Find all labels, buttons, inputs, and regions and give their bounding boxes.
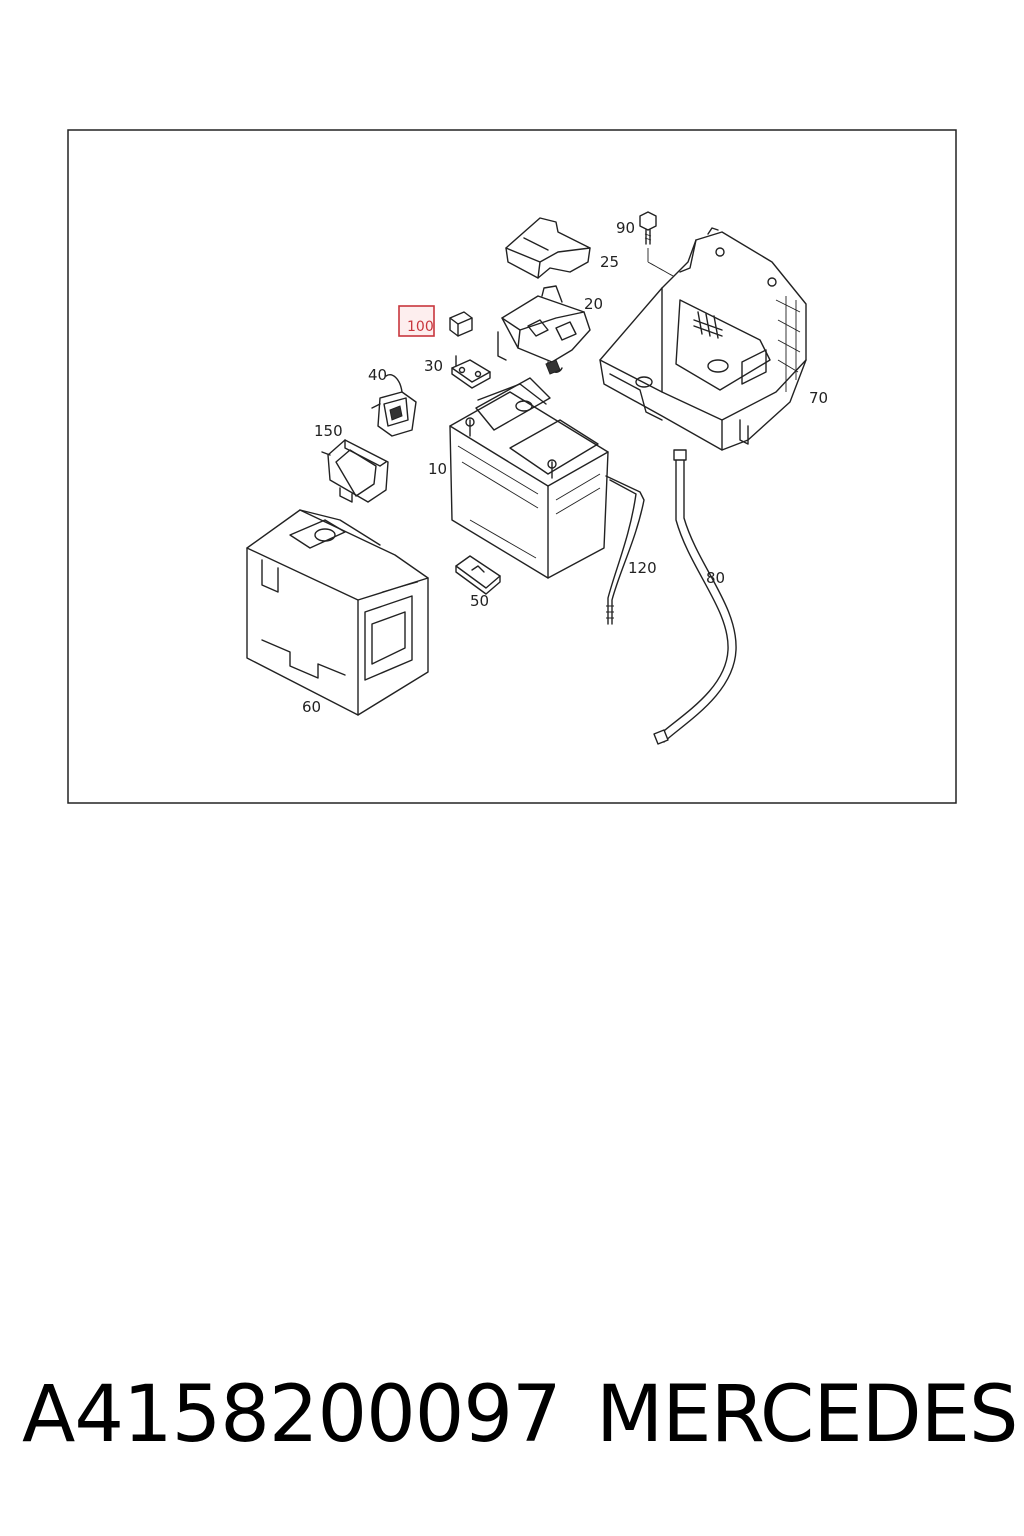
part-25-terminal-cover (505, 217, 591, 279)
callout-120: 120 (628, 559, 657, 577)
callout-20: 20 (584, 295, 603, 313)
callout-150: 150 (314, 422, 343, 440)
part-120-vent-tube (605, 475, 645, 625)
part-20-distribution-block (497, 285, 591, 375)
part-70-battery-tray (599, 227, 807, 451)
part-150-control-module (321, 439, 389, 503)
callout-60: 60 (302, 698, 321, 716)
highlight-box-100 (398, 305, 435, 337)
part-80-drain-hose (653, 449, 737, 745)
callout-100: 100 (407, 319, 434, 335)
part-50-hold-down-clamp (455, 555, 501, 595)
part-number: A4158200097 (22, 1370, 562, 1460)
callout-50: 50 (470, 592, 489, 610)
callout-70: 70 (809, 389, 828, 407)
part-40-fuse-holder (371, 374, 417, 437)
part-30-terminal-bracket (451, 355, 491, 389)
part-60-battery-cover (246, 509, 429, 716)
part-100-clip (449, 311, 473, 337)
callout-80: 80 (706, 569, 725, 587)
callout-25: 25 (600, 253, 619, 271)
callout-10: 10 (428, 460, 447, 478)
brand-name: MERCEDES (596, 1370, 1018, 1460)
callout-30: 30 (424, 357, 443, 375)
parts-diagram: 100 10 20 25 30 40 50 60 70 80 90 120 15… (67, 129, 957, 804)
callout-40: 40 (368, 366, 387, 384)
callout-90: 90 (616, 219, 635, 237)
footer: A4158200097 MERCEDES (0, 1370, 1024, 1470)
part-10-battery (449, 377, 609, 579)
